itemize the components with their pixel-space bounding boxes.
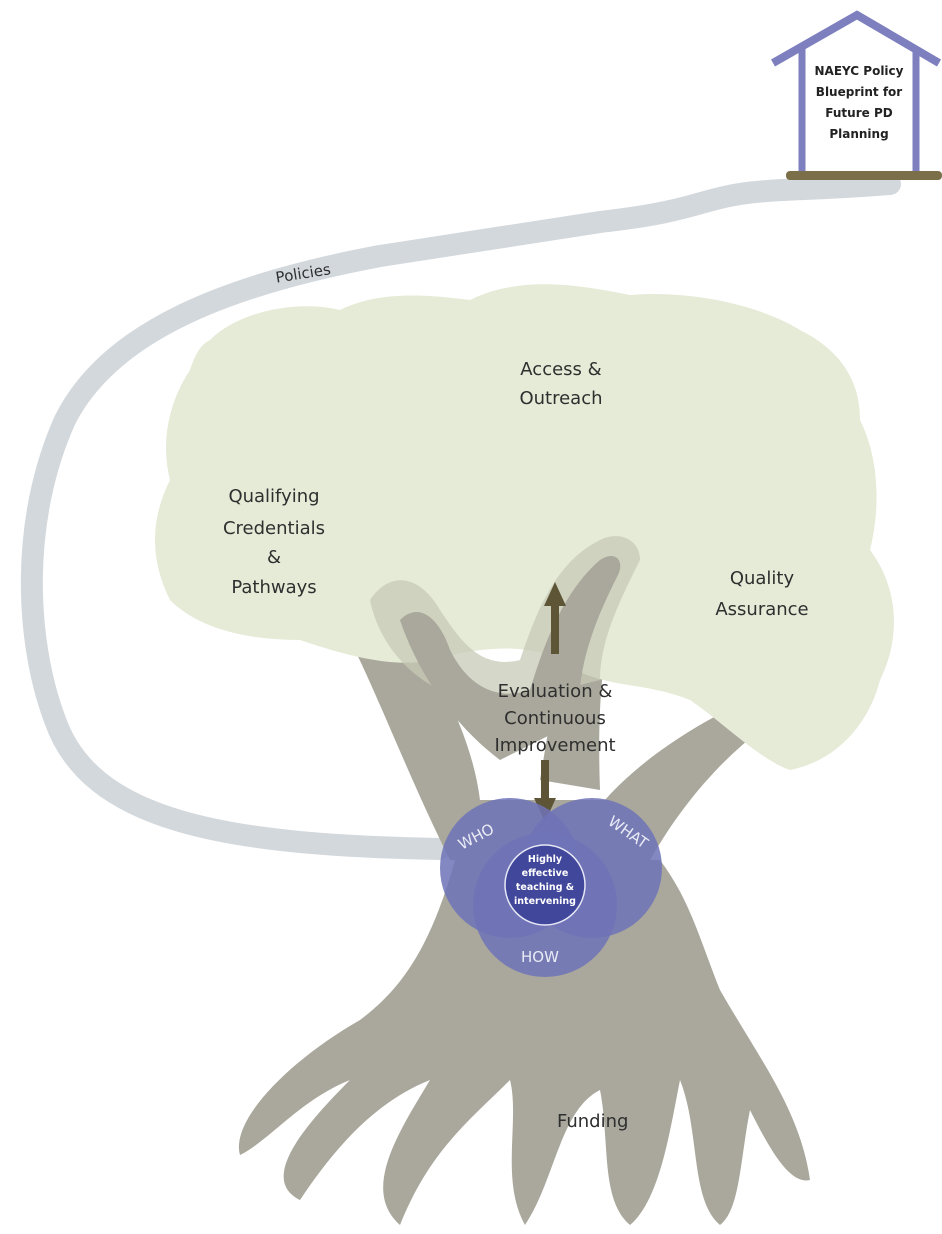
tree-canopy: [155, 284, 894, 770]
venn-center-circle: [504, 844, 586, 926]
svg-text:Improvement: Improvement: [494, 735, 615, 756]
funding-label: Funding: [557, 1111, 628, 1132]
svg-text:Blueprint for: Blueprint for: [816, 85, 902, 99]
svg-text:Quality: Quality: [730, 568, 795, 589]
svg-text:effective: effective: [522, 868, 569, 879]
venn-center-label: Highly effective teaching & intervening: [514, 854, 576, 907]
svg-text:Assurance: Assurance: [715, 599, 808, 620]
house-label: NAEYC Policy Blueprint for Future PD Pla…: [815, 64, 904, 141]
svg-text:Highly: Highly: [528, 854, 563, 865]
svg-text:Access &: Access &: [520, 359, 601, 380]
svg-text:Qualifying: Qualifying: [228, 486, 319, 507]
svg-text:Credentials: Credentials: [223, 518, 325, 539]
svg-text:&: &: [267, 547, 281, 568]
trunk-upper: [400, 555, 621, 760]
house-base: [786, 171, 942, 180]
svg-text:intervening: intervening: [514, 896, 576, 907]
arrow-up: [544, 582, 566, 654]
blueprint-house: NAEYC Policy Blueprint for Future PD Pla…: [771, 10, 942, 180]
svg-text:Continuous: Continuous: [504, 708, 606, 729]
svg-text:teaching &: teaching &: [516, 882, 574, 893]
qualifying-credentials-label: Qualifying Credentials & Pathways: [223, 486, 325, 598]
svg-text:Planning: Planning: [829, 127, 888, 141]
svg-text:NAEYC Policy: NAEYC Policy: [815, 64, 904, 78]
house-roof: [771, 10, 942, 67]
svg-text:Evaluation &: Evaluation &: [498, 681, 613, 702]
policies-path: [20, 173, 901, 860]
venn-how-label: HOW: [521, 948, 559, 966]
evaluation-label: Evaluation & Continuous Improvement: [494, 681, 615, 756]
quality-assurance-label: Quality Assurance: [715, 568, 808, 620]
venn-diagram: WHO WHAT HOW Highly effective teaching &…: [440, 798, 662, 977]
svg-text:Future PD: Future PD: [825, 106, 892, 120]
svg-text:Pathways: Pathways: [231, 577, 316, 598]
access-outreach-label: Access & Outreach: [519, 359, 602, 409]
svg-text:Outreach: Outreach: [519, 388, 602, 409]
